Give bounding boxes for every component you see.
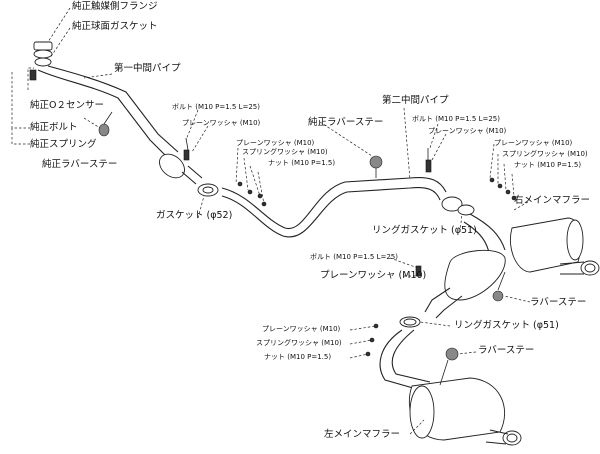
- right-muffler: [492, 217, 600, 302]
- catalyst-flange: [33, 41, 53, 59]
- label-plain-washer-3: プレーンワッシャ (M10): [428, 127, 507, 135]
- label-rubber-stay-1: ラバーステー: [530, 297, 587, 308]
- washer-nut-cluster-2: [489, 177, 517, 201]
- label-nut-2: ナット (M10 P=1.5): [514, 161, 582, 169]
- label-bolt-2: ボルト (M10 P=1.5 L=25): [412, 115, 500, 123]
- label-left-muffler: 左メインマフラー: [324, 429, 401, 440]
- label-first-mid-pipe: 第一中間パイプ: [114, 63, 181, 74]
- y-pipe: [424, 213, 506, 319]
- washer-nut-cluster-3: [365, 323, 379, 357]
- sphere-gasket: [34, 57, 52, 67]
- label-nut-3: ナット (M10 P=1.5): [264, 353, 332, 361]
- label-rubber-stay-oem: 純正ラバーステー: [42, 159, 118, 170]
- label-spring-washer-2: スプリングワッシャ (M10): [502, 150, 588, 158]
- gasket-52: [197, 183, 219, 197]
- label-gasket-52: ガスケット (φ52): [156, 210, 233, 221]
- label-plain-washer-5: プレーンワッシャ (M10): [320, 270, 427, 281]
- label-nut-1: ナット (M10 P=1.5): [268, 159, 336, 167]
- first-mid-pipe: [37, 65, 203, 185]
- ring-gasket-b: [399, 316, 421, 328]
- label-bolt-oem: 純正ボルト: [30, 122, 78, 133]
- leader-lines: [11, 7, 531, 435]
- washer-nut-cluster-1: [237, 181, 267, 207]
- label-right-muffler: 右メインマフラー: [514, 195, 591, 206]
- label-second-mid-pipe: 第二中間パイプ: [382, 95, 449, 106]
- label-sphere-gasket: 純正球面ガスケット: [72, 21, 158, 32]
- label-rubber-stay-2: ラバーステー: [478, 345, 535, 356]
- label-ring-gasket-51a: リングガスケット (φ51): [372, 225, 477, 236]
- label-bolt-3: ボルト (M10 P=1.5 L=25): [310, 253, 398, 261]
- label-spring-washer-3: スプリングワッシャ (M10): [256, 339, 342, 347]
- label-ring-gasket-51b: リングガスケット (φ51): [454, 320, 559, 331]
- o2-sensor: [29, 69, 37, 81]
- left-muffler: [408, 347, 522, 446]
- label-plain-washer-2: プレーンワッシャ (M10): [236, 139, 315, 147]
- second-mid-pipe: [221, 176, 475, 238]
- bolt-2-part: [425, 148, 432, 173]
- label-spring-washer-1: スプリングワッシャ (M10): [242, 148, 328, 156]
- label-flange: 純正触媒側フランジ: [72, 1, 158, 12]
- label-plain-washer-1: プレーンワッシャ (M10): [182, 119, 261, 127]
- label-plain-washer-6: プレーンワッシャ (M10): [262, 325, 341, 333]
- label-rubber-stay-oem-2: 純正ラバーステー: [308, 117, 384, 128]
- rubber-stay-oem-part: [98, 111, 113, 137]
- label-bolt-1: ボルト (M10 P=1.5 L=25): [172, 103, 260, 111]
- label-plain-washer-4: プレーンワッシャ (M10): [494, 139, 573, 147]
- left-pipe: [379, 329, 431, 391]
- rubber-stay-oem-2-part: [369, 155, 383, 178]
- bolt-1-part: [183, 137, 190, 161]
- label-o2-sensor: 純正O２センサー: [30, 100, 104, 111]
- label-spring-oem: 純正スプリング: [30, 139, 97, 150]
